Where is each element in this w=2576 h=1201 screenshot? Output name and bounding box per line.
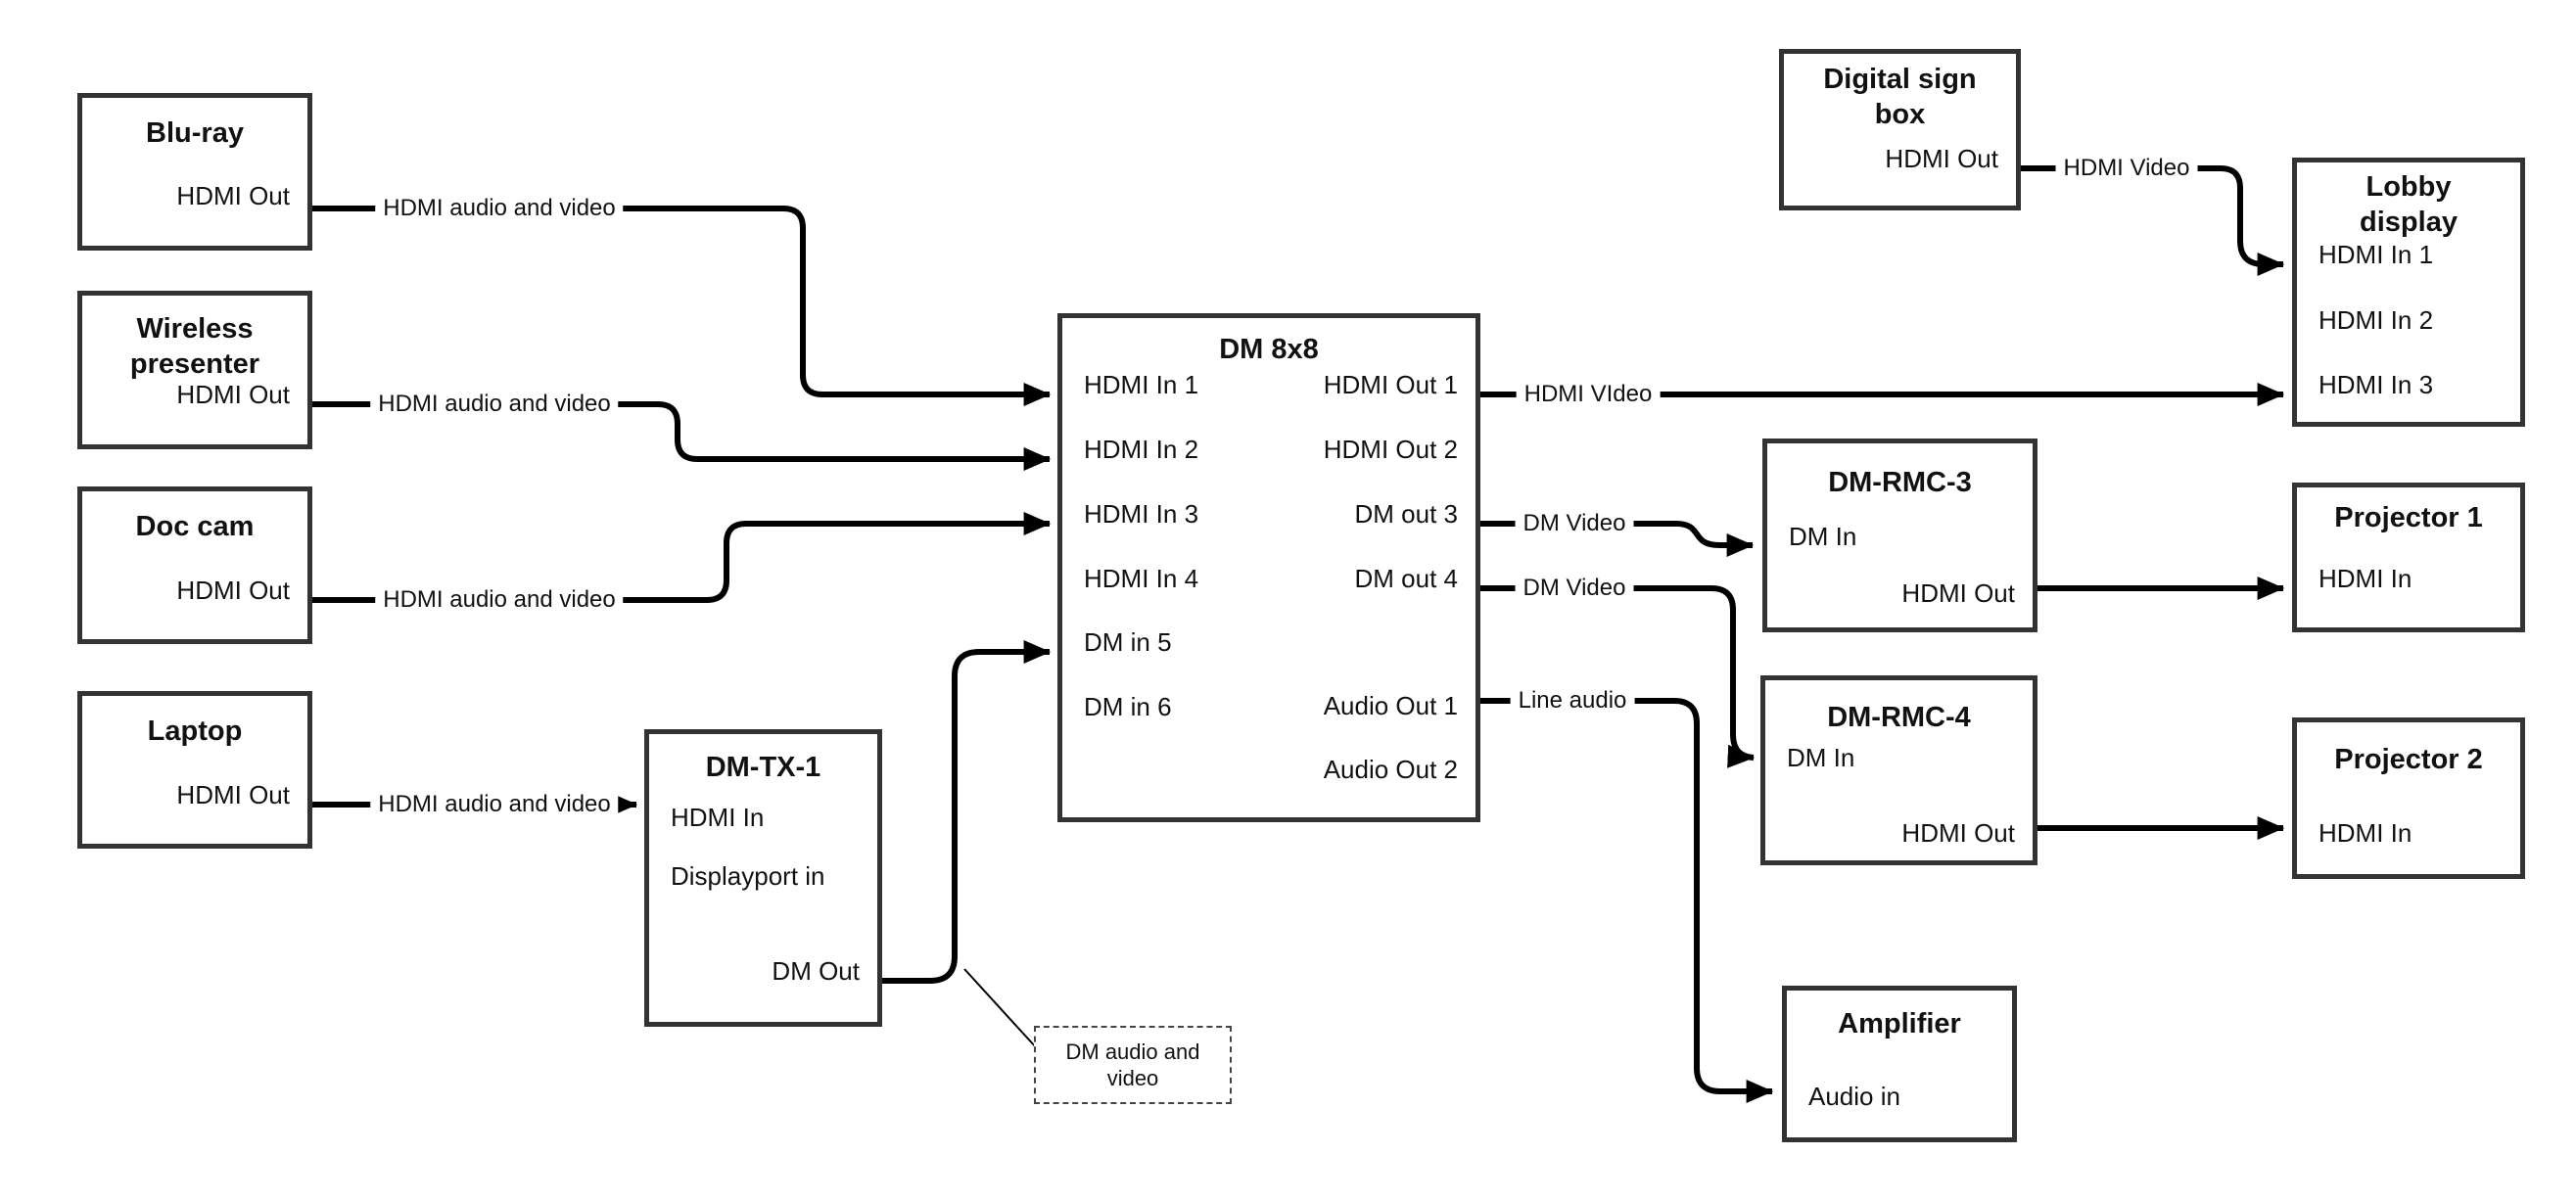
port-hdmi-in: HDMI In	[2318, 818, 2412, 848]
device-amplifier: Amplifier Audio in	[1782, 986, 2017, 1142]
device-title: Projector 2	[2334, 744, 2483, 775]
device-blu-ray: Blu-ray HDMI Out	[77, 93, 312, 251]
device-wireless-presenter: Wireless presenter HDMI Out	[77, 291, 312, 449]
port-dm-in-5: DM in 5	[1084, 627, 1172, 657]
connector-dm8x8-dmout3-to-rmc3-dmin	[1480, 521, 1755, 557]
port-audio-in: Audio in	[1808, 1082, 1900, 1111]
port-hdmi-in-2: HDMI In 2	[2318, 305, 2434, 335]
port-dm-out: DM Out	[772, 956, 860, 986]
connection-label-wireless: HDMI audio and video	[370, 390, 619, 419]
connector-bluray-to-dm8x8-in1	[311, 206, 1052, 406]
port-hdmi-out: HDMI Out	[1885, 144, 1998, 173]
port-hdmi-in: HDMI In	[671, 803, 765, 832]
device-title: Doc cam	[135, 511, 255, 542]
port-hdmi-in-1: HDMI In 1	[1084, 370, 1199, 399]
port-hdmi-in-1: HDMI In 1	[2318, 240, 2434, 269]
device-title: Laptop	[147, 716, 243, 747]
connection-label-dm-video-3: DM Video	[1515, 509, 1634, 538]
port-dm-in-6: DM in 6	[1084, 692, 1172, 721]
device-title: DM-RMC-4	[1827, 702, 1971, 733]
port-dm-in: DM In	[1787, 743, 1855, 772]
port-hdmi-out: HDMI Out	[176, 576, 290, 605]
device-title: Lobby display	[2360, 171, 2458, 238]
device-projector-2: Projector 2 HDMI In	[2292, 717, 2525, 879]
connection-label-bluray: HDMI audio and video	[375, 194, 624, 223]
connection-label-hdmi-video-lobby: HDMI VIdeo	[1516, 380, 1661, 409]
connection-label-dm-video-4: DM Video	[1515, 574, 1634, 603]
device-projector-1: Projector 1 HDMI In	[2292, 483, 2525, 632]
port-hdmi-in-4: HDMI In 4	[1084, 564, 1199, 593]
port-hdmi-out: HDMI Out	[176, 181, 290, 210]
connection-label-line-audio: Line audio	[1510, 686, 1635, 716]
note-callout-line	[963, 968, 1037, 1048]
device-doc-cam: Doc cam HDMI Out	[77, 486, 312, 644]
port-hdmi-out: HDMI Out	[1901, 578, 2015, 608]
connection-label-doccam: HDMI audio and video	[375, 585, 624, 615]
device-laptop: Laptop HDMI Out	[77, 691, 312, 849]
connection-label-sign-video: HDMI Video	[2055, 154, 2198, 183]
device-title: Amplifier	[1838, 1008, 1961, 1039]
connector-wireless-to-dm8x8-in2	[311, 401, 1052, 471]
port-hdmi-in: HDMI In	[2318, 564, 2412, 593]
port-dm-in: DM In	[1789, 522, 1857, 551]
device-dm-rmc-3: DM-RMC-3 DM In HDMI Out	[1762, 439, 2037, 632]
device-title: Wireless presenter	[129, 313, 260, 380]
device-title: DM 8x8	[1219, 334, 1319, 365]
port-hdmi-out: HDMI Out	[176, 780, 290, 809]
device-dm-8x8: DM 8x8 HDMI In 1 HDMI In 2 HDMI In 3 HDM…	[1057, 313, 1480, 822]
port-hdmi-in-2: HDMI In 2	[1084, 435, 1199, 464]
device-dm-rmc-4: DM-RMC-4 DM In HDMI Out	[1760, 675, 2037, 865]
port-hdmi-in-3: HDMI In 3	[2318, 370, 2434, 399]
port-displayport-in: Displayport in	[671, 861, 825, 891]
device-title: Projector 1	[2334, 502, 2483, 533]
note-dm-audio-video: DM audio and video	[1034, 1026, 1232, 1104]
device-title: Blu-ray	[146, 117, 244, 149]
connector-doccam-to-dm8x8-in3	[311, 512, 1052, 603]
device-digital-sign-box: Digital sign box HDMI Out	[1779, 49, 2021, 210]
device-title: Digital sign box	[1823, 64, 1977, 130]
connection-label-laptop: HDMI audio and video	[370, 790, 619, 819]
connector-dmtx1-dmout-to-dm8x8-in5	[882, 640, 1052, 984]
port-hdmi-out-2: HDMI Out 2	[1323, 435, 1458, 464]
device-title: DM-TX-1	[705, 752, 821, 783]
device-title: DM-RMC-3	[1828, 467, 1972, 498]
connector-sign-to-lobby-in1	[2021, 165, 2285, 276]
port-hdmi-out: HDMI Out	[1901, 818, 2015, 848]
connector-dm8x8-audioout1-to-amplifier	[1480, 698, 1774, 1103]
port-audio-out-1: Audio Out 1	[1323, 691, 1458, 720]
port-audio-out-2: Audio Out 2	[1323, 755, 1458, 784]
device-dm-tx-1: DM-TX-1 HDMI In Displayport in DM Out	[644, 729, 882, 1027]
device-lobby-display: Lobby display HDMI In 1 HDMI In 2 HDMI I…	[2292, 158, 2525, 427]
port-dm-out-4: DM out 4	[1354, 564, 1459, 593]
connector-dm8x8-dmout4-to-rmc4-dmin	[1480, 585, 1756, 768]
port-dm-out-3: DM out 3	[1354, 499, 1459, 529]
port-hdmi-out-1: HDMI Out 1	[1323, 370, 1458, 399]
port-hdmi-out: HDMI Out	[176, 380, 290, 409]
port-hdmi-in-3: HDMI In 3	[1084, 499, 1199, 529]
